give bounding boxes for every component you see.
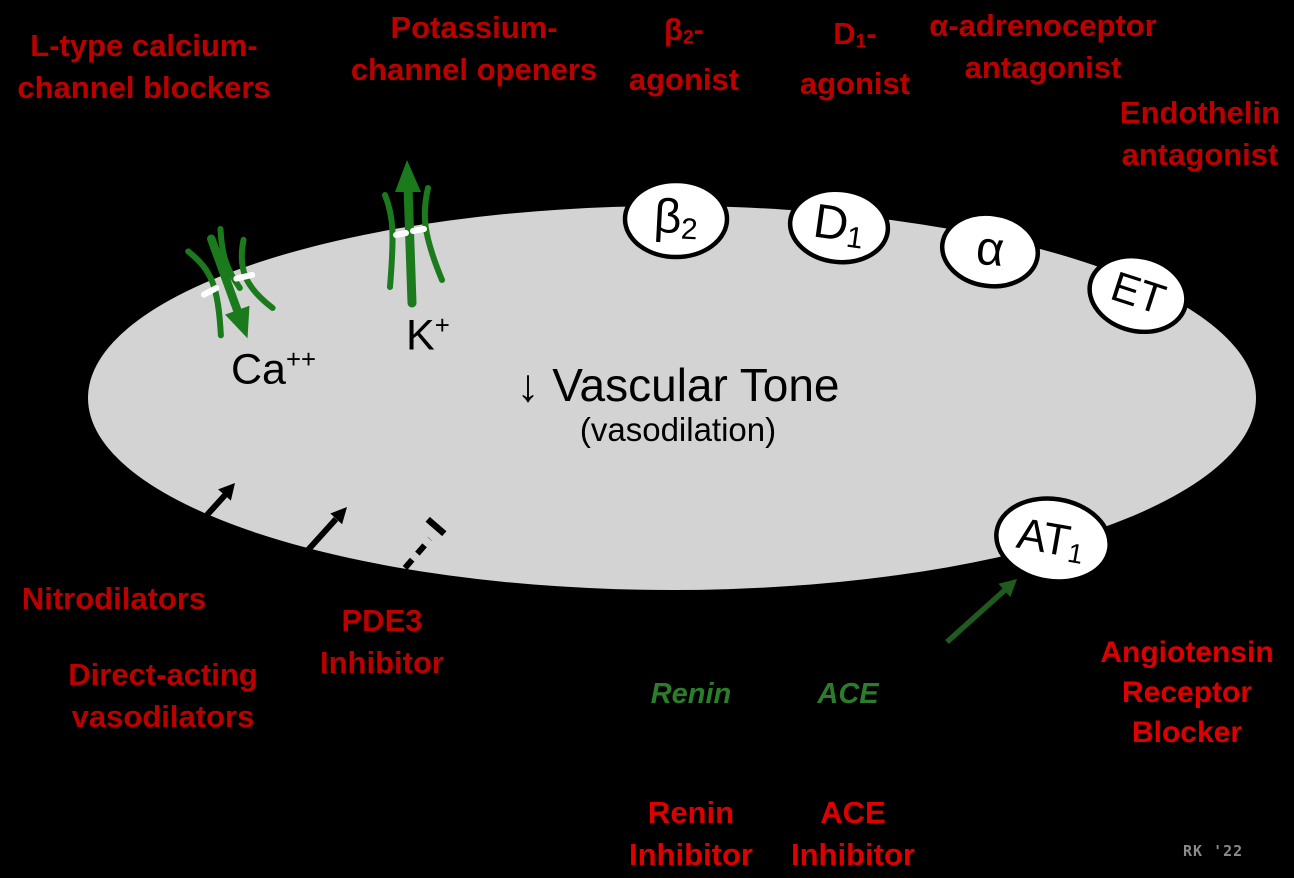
d1-receptor-oval <box>787 187 891 265</box>
label-pde3-inhibitor: PDE3 Inhibitor <box>320 603 444 680</box>
beta2-receptor-label: β2 <box>652 189 699 247</box>
label-calcium-channel-blockers: L-type calcium- channel blockers <box>17 28 271 105</box>
direct-acting-arrow <box>305 507 347 553</box>
label-nitrodilators: Nitrodilators <box>21 581 207 616</box>
potassium-channel-icon <box>382 160 445 308</box>
label-renin-inhibitor: Renin Inhibitor <box>629 795 753 872</box>
label-ace-inhibitor: ACE Inhibitor <box>791 795 915 872</box>
alpha-receptor-oval <box>939 211 1041 289</box>
calcium-ion-label: Ca++ <box>231 345 317 394</box>
vascular-tone-heading: ↓ Vascular Tone <box>516 359 840 411</box>
renin-enzyme-label: Renin <box>650 678 732 710</box>
nitrodilator-arrow <box>204 483 235 518</box>
potassium-ion-label: K+ <box>406 311 450 360</box>
calcium-channel-icon <box>185 226 276 339</box>
label-alpha-adrenoceptor-antagonist: α-adrenoceptor antagonist <box>929 8 1157 85</box>
vascular-smooth-muscle-cell <box>88 206 1256 590</box>
vascular-tone-text: ↓ Vascular Tone (vasodilation) <box>516 360 839 450</box>
label-endothelin-antagonist: Endothelin antagonist <box>1119 95 1281 172</box>
ace-enzyme-label: ACE <box>817 678 879 710</box>
author-signature: RK '22 <box>1183 842 1244 860</box>
pde3-inhibition-line <box>402 516 447 570</box>
label-d1-agonist: D1- agonist <box>799 16 911 102</box>
et-receptor-oval <box>1087 253 1189 335</box>
label-direct-acting-vasodilators: Direct-acting vasodilators <box>68 657 258 734</box>
label-potassium-channel-openers: Potassium- channel openers <box>350 10 598 87</box>
label-angiotensin-receptor-blocker: Angiotensin Receptor Blocker <box>1100 636 1274 749</box>
at1-receptor-oval <box>994 496 1112 584</box>
vasodilation-subheading: (vasodilation) <box>579 411 777 448</box>
alpha-receptor-label: α <box>974 221 1007 278</box>
label-beta2-agonist: β2- agonist <box>628 12 740 98</box>
d1-receptor-label: D1 <box>810 194 866 256</box>
beta2-receptor-oval <box>622 178 730 260</box>
angiotensin-signal-arrow <box>945 579 1017 645</box>
